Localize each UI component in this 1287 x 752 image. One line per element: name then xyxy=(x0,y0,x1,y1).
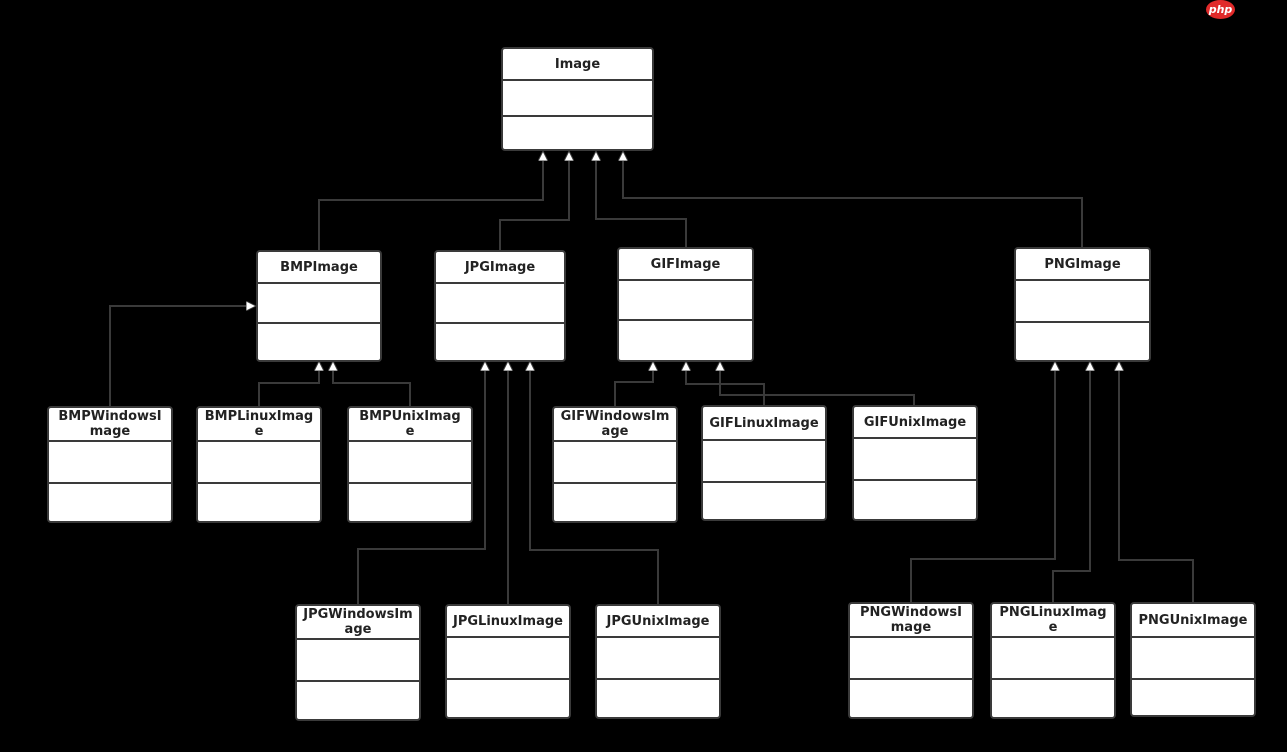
connector-png-unix-to-png xyxy=(1119,362,1194,603)
connector-gif-unix-to-gif xyxy=(720,362,915,407)
class-attributes xyxy=(297,640,419,682)
class-attributes xyxy=(436,284,564,324)
class-attributes xyxy=(349,442,471,484)
class-attributes xyxy=(703,441,825,483)
class-name: GIFUnixImage xyxy=(854,407,976,439)
connector-gif-windows-to-gif xyxy=(614,362,653,407)
class-bmp-linux-image[interactable]: BMPLinuxImage xyxy=(196,406,322,523)
class-bmp-windows-image[interactable]: BMPWindowsImage xyxy=(47,406,173,523)
connector-png-to-image xyxy=(623,152,1083,248)
class-gif-image[interactable]: GIFImage xyxy=(617,247,754,362)
class-attributes xyxy=(850,638,972,680)
class-name: BMPLinuxImage xyxy=(198,408,320,442)
connector-bmp-to-image xyxy=(318,152,543,251)
class-jpg-windows-image[interactable]: JPGWindowsImage xyxy=(295,604,421,721)
class-name: PNGUnixImage xyxy=(1132,604,1254,638)
class-name: JPGUnixImage xyxy=(597,606,719,638)
connector-bmp-windows-to-bmp xyxy=(109,306,255,407)
class-name: PNGImage xyxy=(1016,249,1149,281)
connector-jpg-to-image xyxy=(499,152,569,251)
class-attributes xyxy=(597,638,719,680)
class-name: BMPUnixImage xyxy=(349,408,471,442)
connector-png-linux-to-png xyxy=(1052,362,1090,603)
class-jpg-linux-image[interactable]: JPGLinuxImage xyxy=(445,604,571,719)
class-image[interactable]: Image xyxy=(501,47,654,151)
class-name: JPGImage xyxy=(436,252,564,284)
class-jpg-image[interactable]: JPGImage xyxy=(434,250,566,362)
class-gif-windows-image[interactable]: GIFWindowsImage xyxy=(552,406,678,523)
php-logo: php xyxy=(1206,0,1235,19)
class-attributes xyxy=(258,284,380,324)
class-bmp-image[interactable]: BMPImage xyxy=(256,250,382,362)
connector-bmp-linux-to-bmp xyxy=(258,362,319,407)
class-name: GIFWindowsImage xyxy=(554,408,676,442)
class-name: GIFImage xyxy=(619,249,752,281)
class-name: PNGWindowsImage xyxy=(850,604,972,638)
class-attributes xyxy=(447,638,569,680)
connector-jpg-unix-to-jpg xyxy=(530,362,659,605)
class-gif-unix-image[interactable]: GIFUnixImage xyxy=(852,405,978,521)
class-png-linux-image[interactable]: PNGLinuxImage xyxy=(990,602,1116,719)
class-attributes xyxy=(503,81,652,117)
class-png-windows-image[interactable]: PNGWindowsImage xyxy=(848,602,974,719)
class-attributes xyxy=(854,439,976,481)
class-name: JPGWindowsImage xyxy=(297,606,419,640)
class-png-image[interactable]: PNGImage xyxy=(1014,247,1151,362)
class-name: BMPWindowsImage xyxy=(49,408,171,442)
connector-gif-linux-to-gif xyxy=(686,362,765,407)
class-name: GIFLinuxImage xyxy=(703,407,825,441)
class-attributes xyxy=(992,638,1114,680)
class-attributes xyxy=(49,442,171,484)
class-name: Image xyxy=(503,49,652,81)
class-attributes xyxy=(1016,281,1149,323)
class-attributes xyxy=(554,442,676,484)
class-bmp-unix-image[interactable]: BMPUnixImage xyxy=(347,406,473,523)
class-attributes xyxy=(198,442,320,484)
class-name: BMPImage xyxy=(258,252,380,284)
class-attributes xyxy=(619,281,752,321)
connector-bmp-unix-to-bmp xyxy=(333,362,411,407)
class-jpg-unix-image[interactable]: JPGUnixImage xyxy=(595,604,721,719)
class-attributes xyxy=(1132,638,1254,680)
class-name: JPGLinuxImage xyxy=(447,606,569,638)
connector-gif-to-image xyxy=(596,152,687,248)
class-name: PNGLinuxImage xyxy=(992,604,1114,638)
connector-png-windows-to-png xyxy=(910,362,1055,603)
class-png-unix-image[interactable]: PNGUnixImage xyxy=(1130,602,1256,717)
connector-jpg-windows-to-jpg xyxy=(357,362,485,605)
class-gif-linux-image[interactable]: GIFLinuxImage xyxy=(701,405,827,521)
